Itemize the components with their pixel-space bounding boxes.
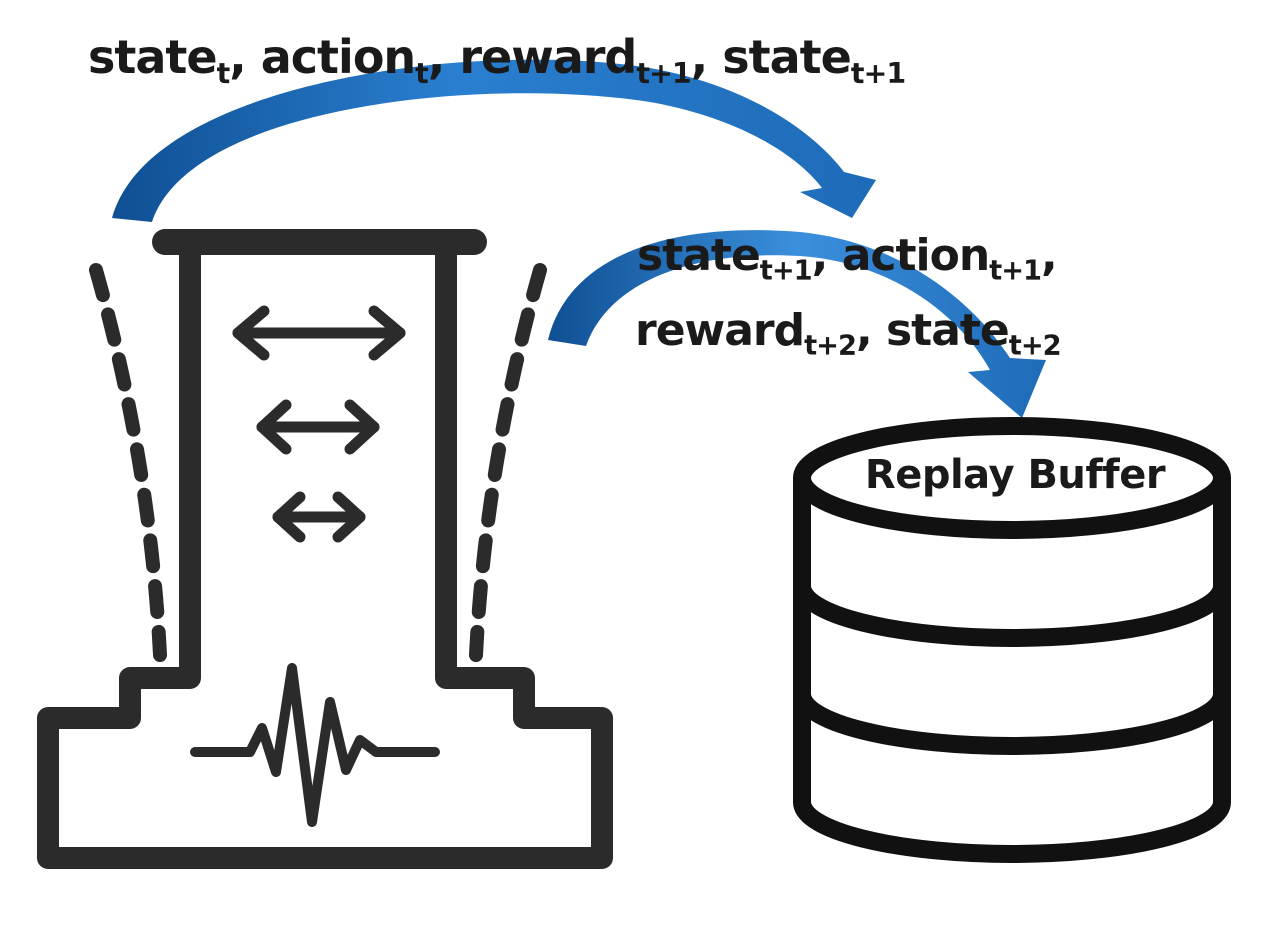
seismic-wave-icon [190, 663, 440, 827]
transition-label-bottom-line1: statet+1, actiont+1, [637, 230, 1058, 287]
bottom-transition-arrow [548, 230, 1046, 418]
top-transition-arrow [112, 59, 876, 222]
transition-label-top: statet, actiont, rewardt+1, statet+1 [88, 30, 906, 90]
double-arrow-icon [232, 305, 406, 543]
transition-label-bottom-line2: rewardt+2, statet+2 [635, 305, 1062, 362]
right-deflection-line [469, 263, 547, 662]
replay-buffer-label: Replay Buffer [864, 452, 1166, 498]
database-icon [793, 417, 1231, 863]
building-structure-icon [37, 229, 613, 869]
left-deflection-line [89, 263, 167, 662]
